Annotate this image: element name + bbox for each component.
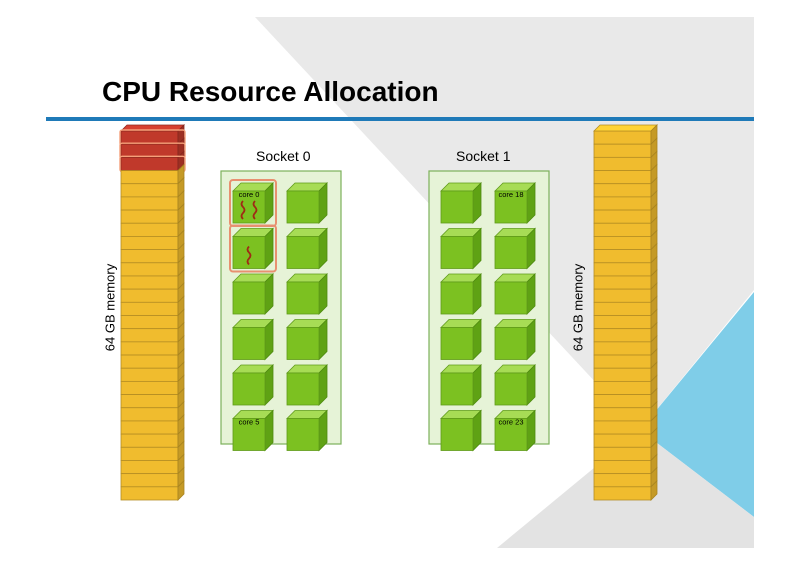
core-cube bbox=[232, 318, 274, 361]
core-cube bbox=[494, 227, 536, 270]
core-cube bbox=[440, 273, 482, 315]
memory-block bbox=[120, 189, 185, 212]
core-cube bbox=[286, 409, 328, 452]
core-cube bbox=[440, 409, 482, 452]
socket-0-label: Socket 0 bbox=[256, 148, 311, 164]
memory-block bbox=[593, 124, 658, 146]
memory-block bbox=[120, 479, 185, 501]
socket-1-label: Socket 1 bbox=[456, 148, 511, 164]
memory-block-allocated bbox=[119, 124, 186, 146]
memory-block bbox=[593, 479, 658, 501]
socket-0-box: core 0 core 5 bbox=[220, 170, 342, 452]
memory-stack-left bbox=[119, 124, 186, 501]
memory-block bbox=[120, 216, 185, 238]
core-cube bbox=[440, 227, 482, 270]
thread-squiggle bbox=[246, 245, 252, 266]
core-cube bbox=[286, 182, 328, 224]
thread-squiggle bbox=[240, 200, 246, 220]
memory-block bbox=[593, 387, 658, 409]
core-label: core 5 bbox=[239, 418, 260, 427]
socket-1-box: core 18 core 23 bbox=[428, 170, 550, 452]
page-title: CPU Resource Allocation bbox=[102, 76, 439, 107]
memory-block-allocated bbox=[119, 150, 186, 173]
memory-block bbox=[593, 334, 658, 357]
core-cube bbox=[286, 364, 328, 406]
memory-block bbox=[120, 295, 185, 317]
core-cube: core 23 bbox=[494, 409, 536, 452]
core-cube bbox=[440, 182, 482, 224]
core-cube: core 18 bbox=[494, 182, 536, 224]
core-cube bbox=[286, 273, 328, 315]
memory-block bbox=[593, 374, 658, 396]
core-cube bbox=[494, 318, 536, 361]
core-label: core 23 bbox=[498, 418, 523, 427]
memory-left-label: 64 GB memory bbox=[102, 263, 118, 352]
core-label: core 18 bbox=[498, 190, 523, 199]
memory-block bbox=[120, 203, 185, 225]
memory-block bbox=[593, 176, 658, 198]
memory-block bbox=[593, 295, 658, 317]
bg-blue-triangle bbox=[640, 292, 754, 517]
title-underline bbox=[46, 117, 754, 121]
memory-stack-right bbox=[593, 124, 658, 501]
core-cube bbox=[440, 364, 482, 406]
core-cube bbox=[232, 273, 274, 315]
memory-block bbox=[593, 413, 658, 436]
core-label: core 0 bbox=[239, 190, 260, 199]
memory-block bbox=[593, 216, 658, 238]
core-cube: core 5 bbox=[232, 409, 274, 452]
thread-squiggle bbox=[252, 200, 258, 220]
memory-right-label: 64 GB memory bbox=[570, 263, 586, 352]
memory-block bbox=[593, 282, 658, 304]
memory-block bbox=[593, 229, 658, 251]
memory-block bbox=[120, 334, 185, 357]
core-cube: core 0 bbox=[229, 179, 277, 227]
core-cube bbox=[232, 364, 274, 406]
memory-block bbox=[593, 427, 658, 449]
core-cube bbox=[494, 273, 536, 315]
core-cube bbox=[494, 364, 536, 406]
core-cube bbox=[286, 227, 328, 270]
core-cube bbox=[229, 224, 277, 273]
core-cube bbox=[286, 318, 328, 361]
core-cube bbox=[440, 318, 482, 361]
